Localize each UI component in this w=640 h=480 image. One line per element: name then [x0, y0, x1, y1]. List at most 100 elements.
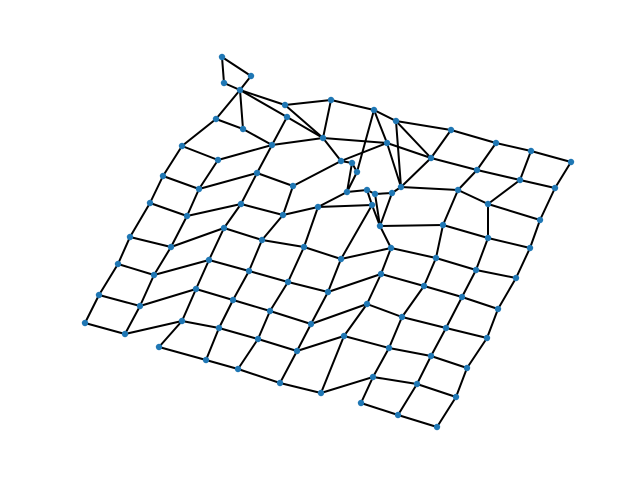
- graph-node: [324, 288, 332, 296]
- graph-edge: [372, 376, 418, 385]
- graph-node: [281, 101, 289, 109]
- graph-edge: [327, 258, 342, 293]
- graph-node: [192, 285, 200, 293]
- graph-edge: [373, 109, 397, 122]
- graph-edge: [149, 202, 188, 217]
- graph-edge: [442, 189, 459, 226]
- graph-edge: [271, 116, 288, 146]
- graph-edge: [416, 355, 432, 385]
- graph-edge: [445, 327, 488, 339]
- graph-edge: [186, 188, 200, 217]
- graph-node: [195, 185, 203, 193]
- graph-edge: [476, 169, 521, 181]
- graph-edge: [423, 257, 437, 287]
- graph-edge: [327, 273, 382, 293]
- graph-edge: [221, 56, 252, 77]
- graph-edge: [310, 291, 329, 325]
- graph-edge: [195, 259, 210, 290]
- graph-node: [473, 166, 481, 174]
- graph-edge: [435, 257, 477, 271]
- graph-node: [433, 423, 441, 431]
- graph-node: [526, 244, 534, 252]
- graph-edge: [340, 142, 388, 162]
- graph-edge: [430, 355, 468, 369]
- graph-edge: [284, 99, 332, 106]
- graph-edge: [181, 288, 197, 322]
- graph-node: [527, 147, 535, 155]
- graph-edge: [343, 303, 368, 337]
- graph-edge: [239, 89, 288, 118]
- graph-node: [314, 203, 322, 211]
- graph-node: [215, 324, 223, 332]
- graph-node: [343, 188, 351, 196]
- graph-edge: [401, 316, 447, 329]
- graph-edge: [395, 120, 402, 188]
- graph-edge: [149, 175, 164, 204]
- graph-nodes: [81, 53, 575, 431]
- graph-edge: [261, 214, 284, 241]
- graph-edge: [395, 120, 432, 159]
- graph-edge: [195, 288, 234, 301]
- graph-edge: [400, 157, 432, 188]
- graph-node: [337, 157, 345, 165]
- graph-edge: [397, 383, 418, 416]
- graph-edge: [322, 99, 332, 139]
- graph-node: [214, 156, 222, 164]
- graph-node: [284, 278, 292, 286]
- graph-node: [376, 222, 384, 230]
- graph-node: [340, 332, 348, 340]
- graph-edge: [519, 179, 556, 189]
- graph-node: [136, 302, 144, 310]
- graph-node: [484, 234, 492, 242]
- graph-node: [266, 307, 274, 315]
- graph-node: [81, 319, 89, 327]
- graph-edge: [340, 204, 373, 260]
- graph-node: [353, 168, 361, 176]
- graph-edge: [317, 204, 373, 208]
- graph-edge: [450, 129, 497, 144]
- graph-node: [388, 189, 396, 197]
- graph-edge: [158, 346, 207, 361]
- graph-edge: [256, 172, 294, 187]
- graph-edge: [401, 285, 425, 318]
- graph-edge: [374, 193, 381, 227]
- graph-edge: [487, 179, 521, 205]
- graph-edge: [317, 191, 348, 208]
- graph-edge: [181, 118, 217, 147]
- graph-edge: [240, 172, 258, 205]
- graph-node: [178, 317, 186, 325]
- graph-node: [357, 399, 365, 407]
- graph-edge: [430, 327, 447, 357]
- graph-edge: [310, 303, 368, 325]
- graph-edge: [530, 150, 572, 163]
- graph-edge: [539, 187, 556, 221]
- graph-edge: [436, 396, 457, 428]
- graph-edge: [395, 120, 452, 131]
- graph-edge: [457, 189, 489, 205]
- graph-node: [218, 53, 226, 61]
- graph-edge: [232, 270, 250, 301]
- graph-edge: [286, 116, 324, 139]
- graph-node: [536, 216, 544, 224]
- graph-edge: [360, 376, 374, 404]
- graph-node: [567, 158, 575, 166]
- graph-node: [383, 139, 391, 147]
- graph-edge: [476, 142, 497, 171]
- graph-node: [454, 186, 462, 194]
- graph-node: [483, 334, 491, 342]
- graph-edge: [366, 303, 403, 318]
- graph-edge: [330, 99, 375, 111]
- graph-edge: [360, 402, 399, 416]
- graph-edge: [139, 274, 155, 307]
- graph-node: [385, 344, 393, 352]
- graph-node: [427, 154, 435, 162]
- graph-edge: [380, 247, 392, 275]
- graph-node: [220, 224, 228, 232]
- graph-node: [289, 182, 297, 190]
- graph-edge: [466, 337, 488, 369]
- graph-node: [239, 125, 247, 133]
- graph-edge: [379, 192, 393, 227]
- graph-edge: [223, 203, 242, 229]
- graph-edge: [248, 239, 263, 272]
- graph-edge: [320, 335, 345, 394]
